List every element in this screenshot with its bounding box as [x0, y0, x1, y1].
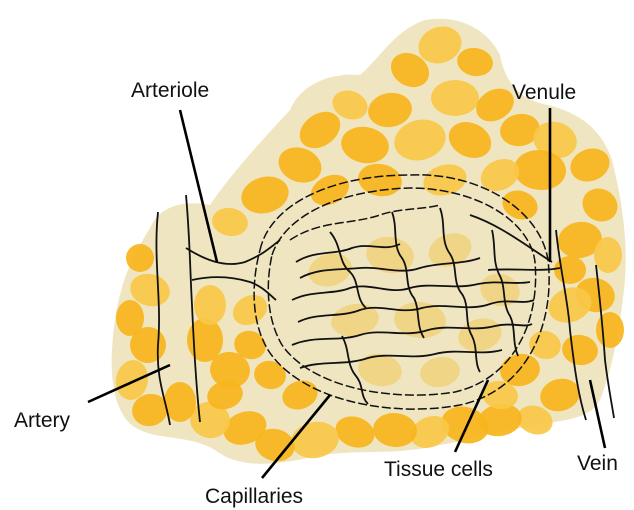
- tissue-cell: [194, 285, 226, 325]
- label-capillaries: Capillaries: [205, 485, 303, 508]
- tissue-cell: [116, 300, 144, 336]
- label-arteriole: Arteriole: [131, 79, 209, 102]
- tissue-cell: [554, 256, 586, 284]
- label-artery: Artery: [14, 409, 71, 432]
- label-tissue-cells: Tissue cells: [384, 458, 493, 481]
- tissue-cell: [126, 244, 154, 272]
- tissue-cell: [596, 312, 624, 348]
- label-venule: Venule: [512, 81, 576, 104]
- label-vein: Vein: [577, 452, 618, 475]
- tissue-cell: [431, 80, 479, 116]
- tissue-cell: [594, 237, 622, 273]
